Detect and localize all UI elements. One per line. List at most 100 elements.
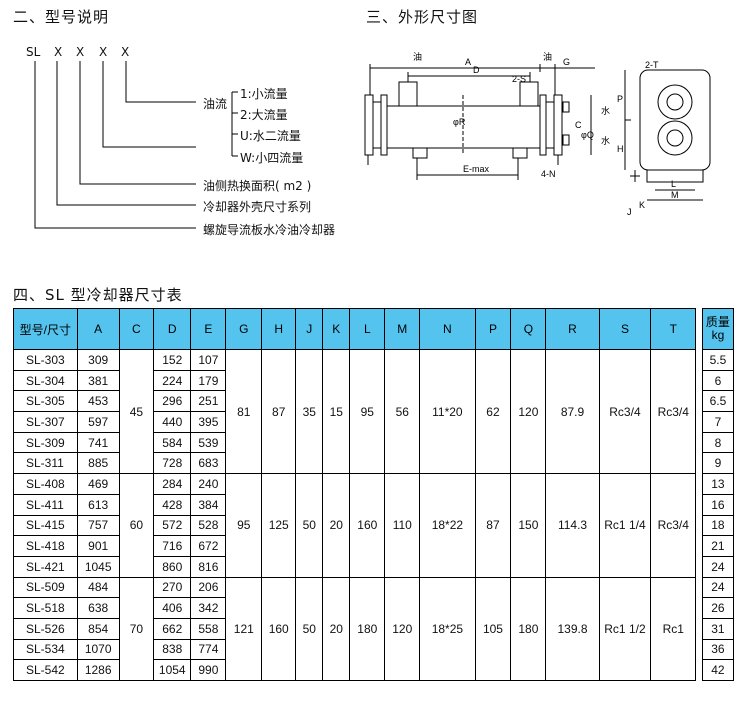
cell-s: Rc1 1/4 bbox=[598, 473, 652, 578]
cell-c: 70 bbox=[118, 576, 155, 682]
cell-d: 728 bbox=[153, 452, 192, 475]
cell-p: 105 bbox=[474, 576, 512, 682]
cell-j: 50 bbox=[295, 473, 324, 578]
header-c: C bbox=[118, 308, 155, 350]
cell-d: 1054 bbox=[153, 659, 192, 681]
cell-a: 484 bbox=[76, 576, 120, 599]
flow-option-u: U:水二流量 bbox=[240, 129, 301, 143]
cell-a: 381 bbox=[76, 369, 120, 392]
header-s: S bbox=[598, 308, 652, 350]
cell-a: 309 bbox=[76, 349, 120, 371]
spacer-cell bbox=[695, 370, 703, 391]
cell-e: 107 bbox=[190, 349, 227, 371]
cell-d: 860 bbox=[153, 555, 192, 578]
cell-a: 597 bbox=[76, 411, 120, 433]
cell-r: 87.9 bbox=[545, 348, 600, 475]
cell-weight: 5.5 bbox=[701, 349, 734, 371]
cell-a: 469 bbox=[76, 473, 120, 495]
cell-k: 20 bbox=[322, 576, 351, 682]
cell-g: 121 bbox=[225, 576, 263, 682]
cell-model: SL-418 bbox=[13, 535, 78, 557]
code-letter-x2: X bbox=[76, 45, 85, 59]
code-letter-x1: X bbox=[54, 45, 63, 59]
label-oil-in: 油 bbox=[413, 51, 422, 62]
cell-a: 1286 bbox=[76, 659, 120, 681]
cell-p: 87 bbox=[474, 473, 512, 578]
cell-model: SL-305 bbox=[13, 390, 78, 413]
cell-d: 152 bbox=[153, 349, 192, 371]
cell-e: 395 bbox=[190, 411, 227, 433]
cell-q: 150 bbox=[510, 473, 547, 578]
header-p: P bbox=[474, 308, 512, 350]
cell-a: 741 bbox=[76, 431, 120, 454]
code-letter-x3: X bbox=[99, 45, 108, 59]
label-d: D bbox=[473, 65, 480, 75]
cell-e: 206 bbox=[190, 576, 227, 599]
section-title-model-code: 二、型号说明 bbox=[13, 8, 110, 26]
header-e: E bbox=[190, 308, 227, 350]
cell-d: 406 bbox=[153, 597, 192, 619]
flow-option-small: 1:小流量 bbox=[240, 87, 288, 101]
cell-d: 716 bbox=[153, 535, 192, 557]
spacer-cell bbox=[695, 618, 703, 640]
cell-e: 816 bbox=[190, 555, 227, 578]
cell-d: 224 bbox=[153, 369, 192, 392]
cell-h: 160 bbox=[261, 576, 297, 682]
cell-a: 453 bbox=[76, 390, 120, 413]
cell-n: 11*20 bbox=[419, 348, 476, 475]
header-l: L bbox=[349, 308, 386, 350]
cell-weight: 26 bbox=[701, 597, 734, 619]
cell-l: 180 bbox=[349, 576, 386, 682]
label-oil-out: 油 bbox=[543, 51, 552, 62]
header-m: M bbox=[384, 308, 421, 350]
code-letter-x4: X bbox=[121, 45, 130, 59]
header-weight-label: 质量 bbox=[705, 315, 730, 329]
cell-t: Rc3/4 bbox=[650, 473, 697, 578]
header-t: T bbox=[650, 308, 697, 350]
cell-model: SL-415 bbox=[13, 514, 78, 537]
cell-weight: 9 bbox=[701, 452, 734, 475]
product-name-label: 螺旋导流板水冷油冷却器 bbox=[203, 223, 336, 237]
cell-l: 160 bbox=[349, 473, 386, 578]
size-series-label: 冷却器外壳尺寸系列 bbox=[203, 200, 312, 214]
cell-d: 838 bbox=[153, 638, 192, 661]
cell-a: 1070 bbox=[76, 638, 120, 661]
cell-a: 854 bbox=[76, 617, 120, 640]
label-water-1: 水 bbox=[601, 105, 610, 116]
cell-m: 120 bbox=[384, 576, 421, 682]
cell-d: 572 bbox=[153, 514, 192, 537]
oil-flow-label: 油流 bbox=[203, 97, 228, 111]
cell-weight: 24 bbox=[701, 555, 734, 578]
cell-d: 270 bbox=[153, 576, 192, 599]
cell-s: Rc1 1/2 bbox=[598, 576, 652, 682]
label-h: H bbox=[617, 144, 624, 154]
cell-m: 56 bbox=[384, 348, 421, 475]
cell-q: 120 bbox=[510, 348, 547, 475]
spacer-cell bbox=[695, 411, 703, 433]
cell-e: 342 bbox=[190, 597, 227, 619]
header-j: J bbox=[295, 308, 324, 350]
cell-model: SL-526 bbox=[13, 617, 78, 640]
cell-model: SL-311 bbox=[13, 452, 78, 475]
cell-e: 774 bbox=[190, 638, 227, 661]
cell-e: 672 bbox=[190, 535, 227, 557]
cell-weight: 36 bbox=[701, 638, 734, 661]
cell-k: 20 bbox=[322, 473, 351, 578]
code-letter-sl: SL bbox=[26, 45, 41, 59]
cell-m: 110 bbox=[384, 473, 421, 578]
cell-a: 885 bbox=[76, 452, 120, 475]
header-q: Q bbox=[510, 308, 547, 350]
cell-k: 15 bbox=[322, 348, 351, 475]
cell-c: 45 bbox=[118, 348, 155, 475]
spacer-cell bbox=[695, 349, 703, 371]
header-d: D bbox=[153, 308, 192, 350]
cell-model: SL-509 bbox=[13, 576, 78, 599]
